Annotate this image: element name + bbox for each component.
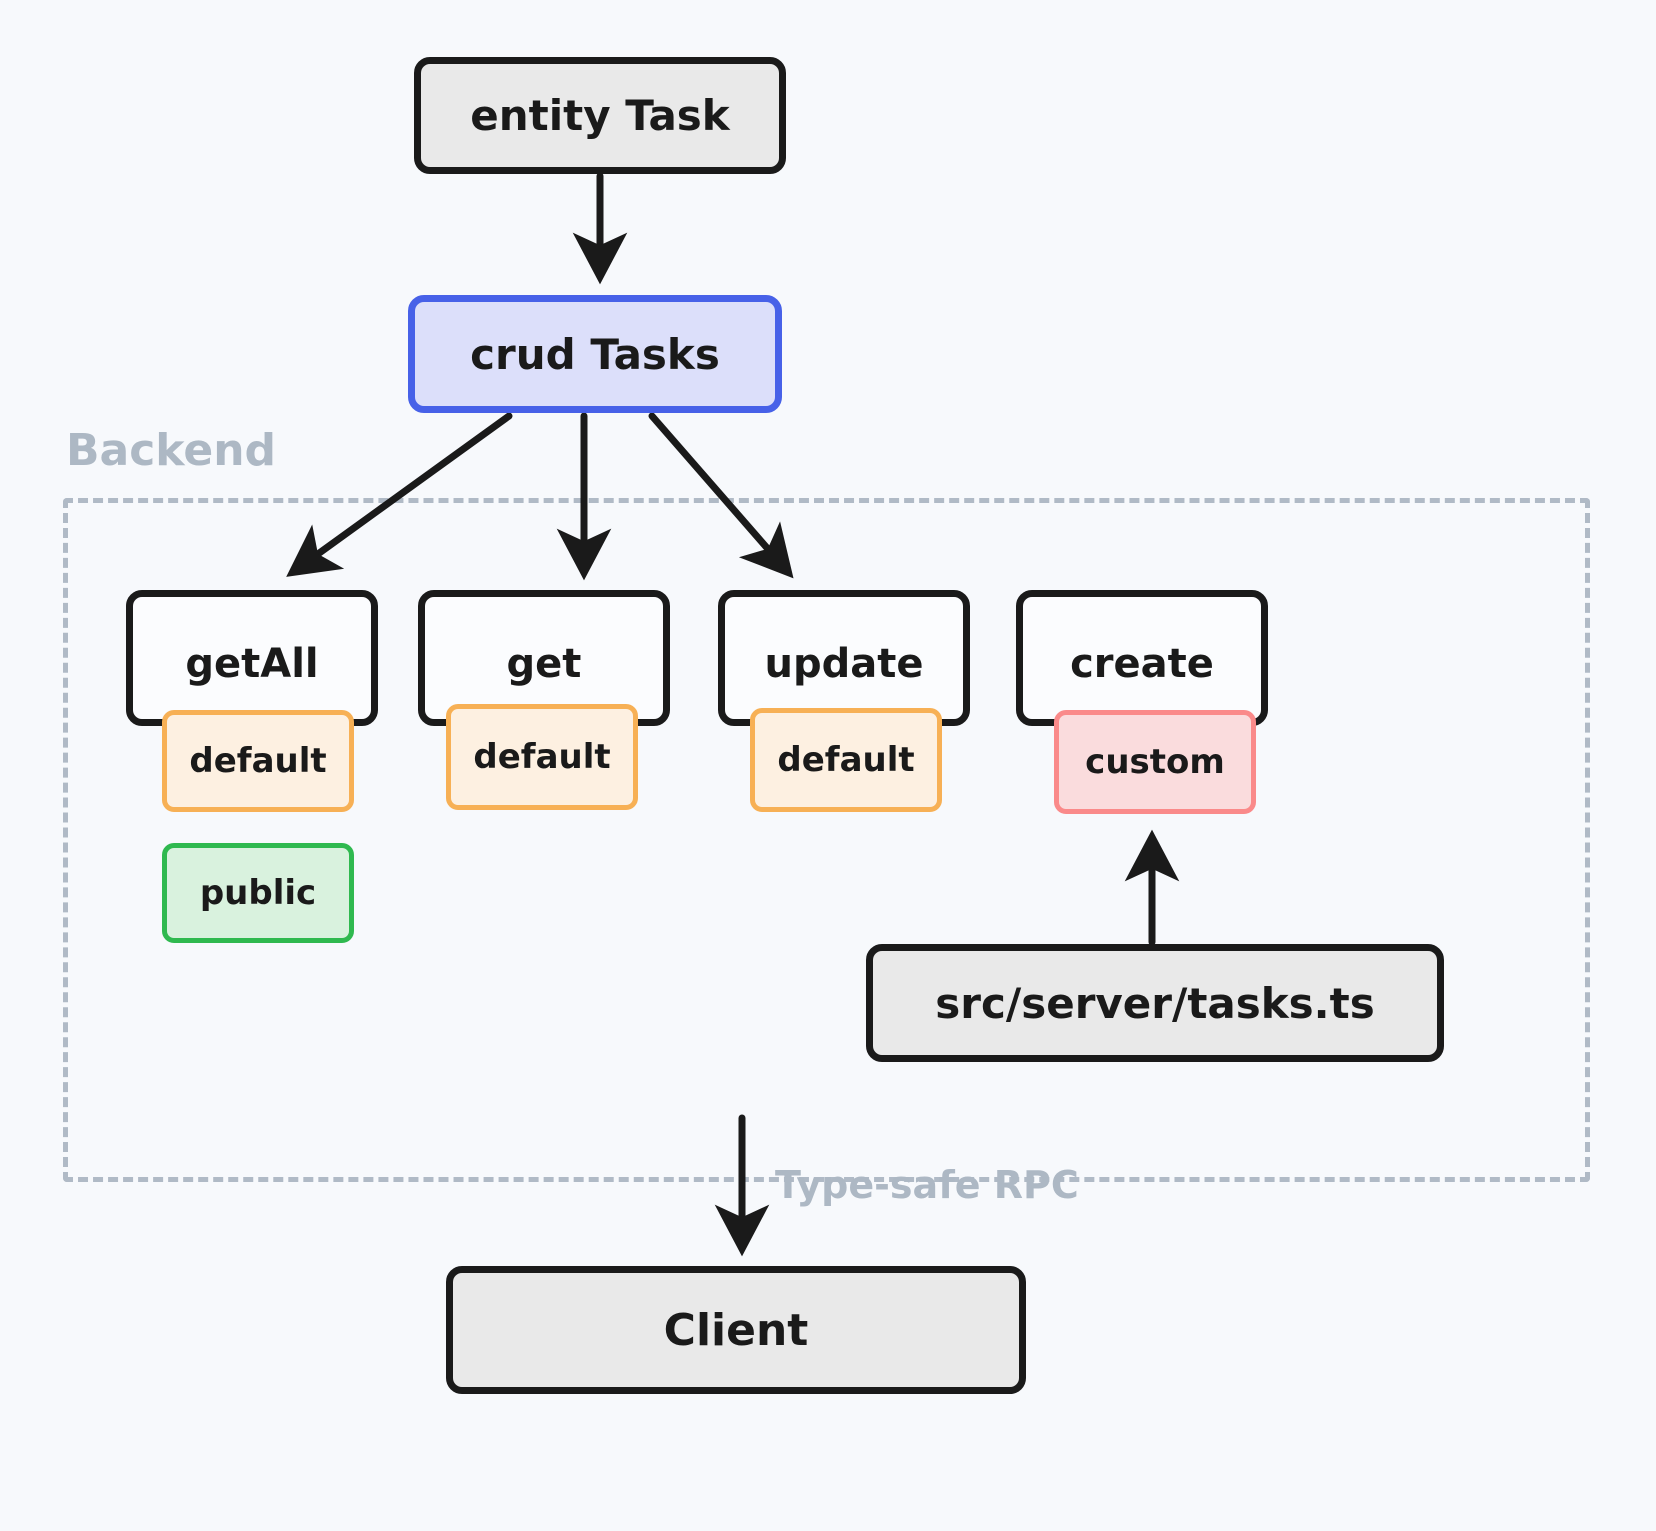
badge-label: default (189, 741, 327, 781)
badge-label: public (199, 873, 317, 913)
node-entity-task-label: entity Task (470, 91, 730, 140)
node-method-label: create (1070, 641, 1214, 687)
node-method-label: getAll (185, 641, 319, 687)
badge-public[interactable]: public (162, 843, 354, 943)
badge-default[interactable]: default (750, 708, 942, 812)
node-method-create[interactable]: create (1016, 590, 1268, 726)
node-method-update[interactable]: update (718, 590, 970, 726)
node-crud-tasks[interactable]: crud Tasks (408, 295, 782, 413)
node-method-label: update (764, 641, 924, 687)
backend-group-frame (63, 498, 1590, 1182)
node-source-file-label: src/server/tasks.ts (935, 978, 1375, 1028)
node-method-label: get (506, 641, 582, 687)
node-entity-task[interactable]: entity Task (414, 57, 786, 174)
edge-label-type-safe-rpc: Type-safe RPC (775, 1163, 1079, 1207)
badge-label: default (473, 737, 611, 777)
badge-label: custom (1085, 742, 1225, 782)
node-client-label: Client (663, 1304, 809, 1356)
badge-custom[interactable]: custom (1054, 710, 1256, 814)
node-client[interactable]: Client (446, 1266, 1026, 1394)
badge-default[interactable]: default (446, 704, 638, 810)
node-method-get[interactable]: get (418, 590, 670, 726)
node-crud-tasks-label: crud Tasks (470, 329, 720, 379)
badge-label: default (777, 740, 915, 780)
node-method-getall[interactable]: getAll (126, 590, 378, 726)
backend-group-label: Backend (66, 425, 277, 476)
node-source-file[interactable]: src/server/tasks.ts (866, 944, 1444, 1062)
badge-default[interactable]: default (162, 710, 354, 812)
